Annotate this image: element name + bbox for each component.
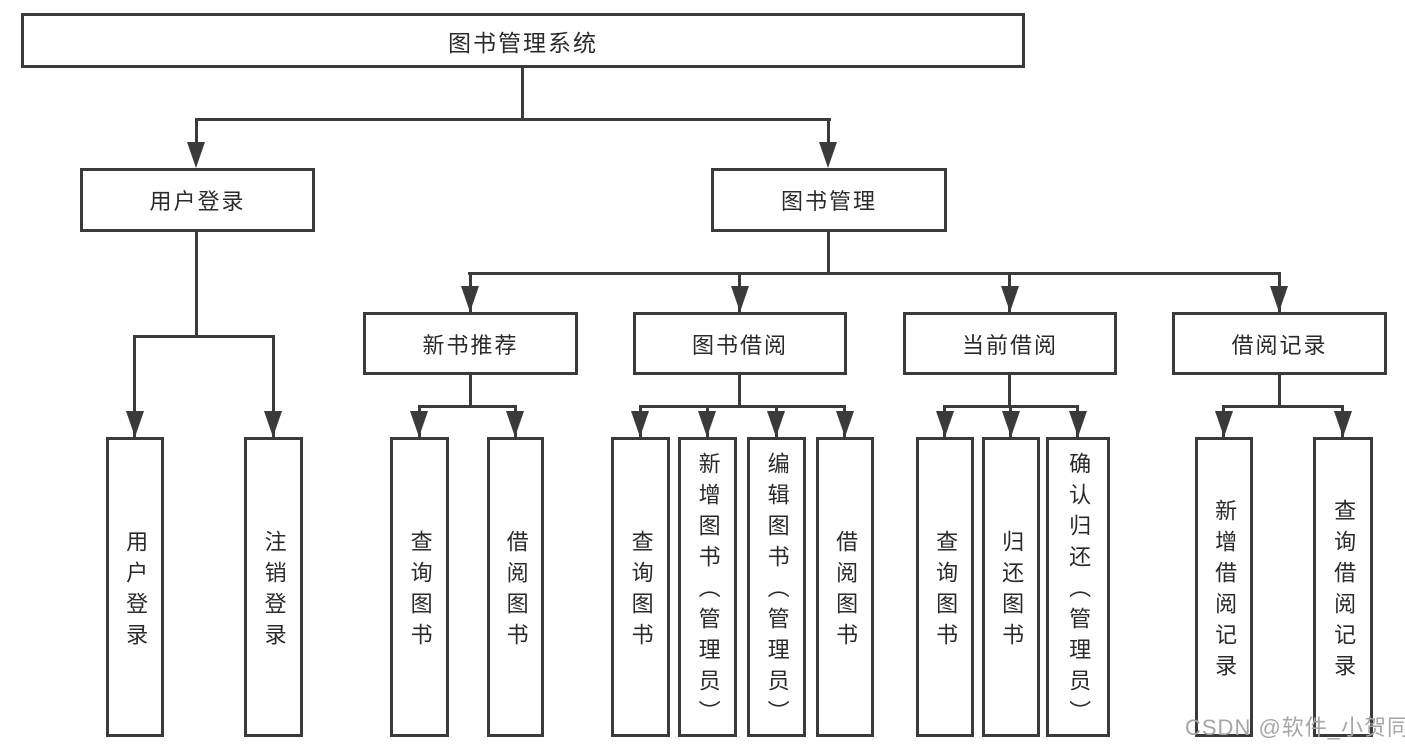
arrowhead-to-leaf-query-books-borrow-icon xyxy=(631,411,649,437)
edge-user-login-drop-line xyxy=(195,232,198,335)
leaf-label-return-books: 归还图书 xyxy=(999,529,1025,654)
leaf-box-borrow-books: 借阅图书 xyxy=(816,437,874,737)
edge-root-drop-line xyxy=(521,68,524,118)
leaf-label-borrow-books-recommend: 借阅图书 xyxy=(503,529,529,654)
leaf-box-borrow-books-recommend: 借阅图书 xyxy=(487,437,544,737)
edge-new-book-split-line xyxy=(418,405,517,408)
leaf-box-query-books-borrow: 查询图书 xyxy=(611,437,670,737)
node-box-user-login: 用户登录 xyxy=(80,168,315,232)
node-box-current-borrowing: 当前借阅 xyxy=(903,312,1117,375)
arrowhead-to-leaf-query-books-recommend-icon xyxy=(410,411,428,437)
leaf-box-logout: 注销登录 xyxy=(244,437,303,737)
leaf-label-query-books-current: 查询图书 xyxy=(933,529,959,654)
edge-book-management-split-line xyxy=(468,272,1281,275)
arrowhead-to-leaf-return-books-icon xyxy=(1002,411,1020,437)
csdn-watermark: CSDN @软件_小贺同学 xyxy=(1185,715,1405,740)
arrowhead-to-book-borrowing-icon xyxy=(731,286,749,312)
leaf-label-query-books-recommend: 查询图书 xyxy=(407,529,433,654)
edge-to-user-login-line xyxy=(195,118,198,148)
node-label-book-management: 图书管理 xyxy=(780,189,877,214)
arrowhead-to-leaf-user-login-icon xyxy=(126,411,144,437)
node-box-new-book-recommend: 新书推荐 xyxy=(363,312,578,375)
arrowhead-to-new-book-recommend-icon xyxy=(461,286,479,312)
node-box-book-management: 图书管理 xyxy=(711,168,947,232)
node-label-book-borrowing: 图书借阅 xyxy=(691,332,788,358)
node-box-borrowing-records: 借阅记录 xyxy=(1172,312,1387,375)
leaf-label-logout: 注销登录 xyxy=(261,529,287,654)
node-label-new-book-recommend: 新书推荐 xyxy=(422,332,519,358)
leaf-label-edit-books-admin: 编辑图书（管理员） xyxy=(764,452,790,731)
arrowhead-to-leaf-query-books-current-icon xyxy=(936,411,954,437)
edge-book-borrowing-drop-line xyxy=(738,375,741,405)
leaf-box-return-books: 归还图书 xyxy=(982,437,1040,737)
node-label-root: 图书管理系统 xyxy=(448,29,598,56)
arrowhead-to-leaf-query-borrow-record-icon xyxy=(1334,411,1352,437)
leaf-label-confirm-return-admin: 确认归还（管理员） xyxy=(1066,452,1092,731)
leaf-label-query-books-borrow: 查询图书 xyxy=(628,529,654,654)
leaf-box-query-borrow-record: 查询借阅记录 xyxy=(1313,437,1373,737)
leaf-label-add-books-admin: 新增图书（管理员） xyxy=(695,452,721,731)
node-box-book-borrowing: 图书借阅 xyxy=(633,312,847,375)
edge-current-borrowing-drop-line xyxy=(1008,375,1011,405)
edge-borrowing-records-drop-line xyxy=(1278,375,1281,405)
node-label-borrowing-records: 借阅记录 xyxy=(1231,332,1328,358)
arrowhead-to-user-login-icon xyxy=(187,142,205,168)
arrowhead-to-current-borrowing-icon xyxy=(1001,286,1019,312)
leaf-box-query-books-recommend: 查询图书 xyxy=(390,437,449,737)
arrowhead-to-leaf-add-books-admin-icon xyxy=(698,411,716,437)
edge-to-leaf-logout-line xyxy=(272,335,275,437)
edge-borrowing-records-split-line xyxy=(1223,405,1343,408)
leaf-box-query-books-current: 查询图书 xyxy=(916,437,974,737)
node-label-current-borrowing: 当前借阅 xyxy=(961,332,1058,358)
arrowhead-to-leaf-logout-icon xyxy=(264,411,282,437)
node-box-root: 图书管理系统 xyxy=(21,13,1025,68)
arrowhead-to-leaf-borrow-books-icon xyxy=(836,411,854,437)
leaf-box-confirm-return-admin: 确认归还（管理员） xyxy=(1046,437,1110,737)
arrowhead-to-leaf-confirm-return-admin-icon xyxy=(1069,411,1087,437)
edge-to-book-management-line xyxy=(827,118,830,148)
leaf-box-user-login: 用户登录 xyxy=(106,437,164,737)
edge-book-borrowing-split-line xyxy=(639,405,845,408)
leaf-box-edit-books-admin: 编辑图书（管理员） xyxy=(747,437,806,737)
leaf-label-add-borrow-record: 新增借阅记录 xyxy=(1212,498,1238,685)
edge-root-split-line xyxy=(196,118,831,121)
edge-new-book-drop-line xyxy=(469,375,472,405)
arrowhead-to-borrowing-records-icon xyxy=(1270,286,1288,312)
leaf-box-add-books-admin: 新增图书（管理员） xyxy=(678,437,737,737)
node-label-user-login: 用户登录 xyxy=(149,189,246,214)
leaf-label-user-login: 用户登录 xyxy=(123,529,149,654)
arrowhead-to-leaf-add-borrow-record-icon xyxy=(1215,411,1233,437)
arrowhead-to-leaf-edit-books-admin-icon xyxy=(767,411,785,437)
edge-to-leaf-user-login-line xyxy=(133,335,136,437)
leaf-label-borrow-books: 借阅图书 xyxy=(833,529,859,654)
leaf-box-add-borrow-record: 新增借阅记录 xyxy=(1195,437,1253,737)
arrowhead-to-leaf-borrow-books-recommend-icon xyxy=(506,411,524,437)
edge-book-management-drop-line xyxy=(827,232,830,272)
edge-user-login-split-line xyxy=(133,335,275,338)
leaf-label-query-borrow-record: 查询借阅记录 xyxy=(1331,498,1357,685)
arrowhead-to-book-management-icon xyxy=(819,142,837,168)
